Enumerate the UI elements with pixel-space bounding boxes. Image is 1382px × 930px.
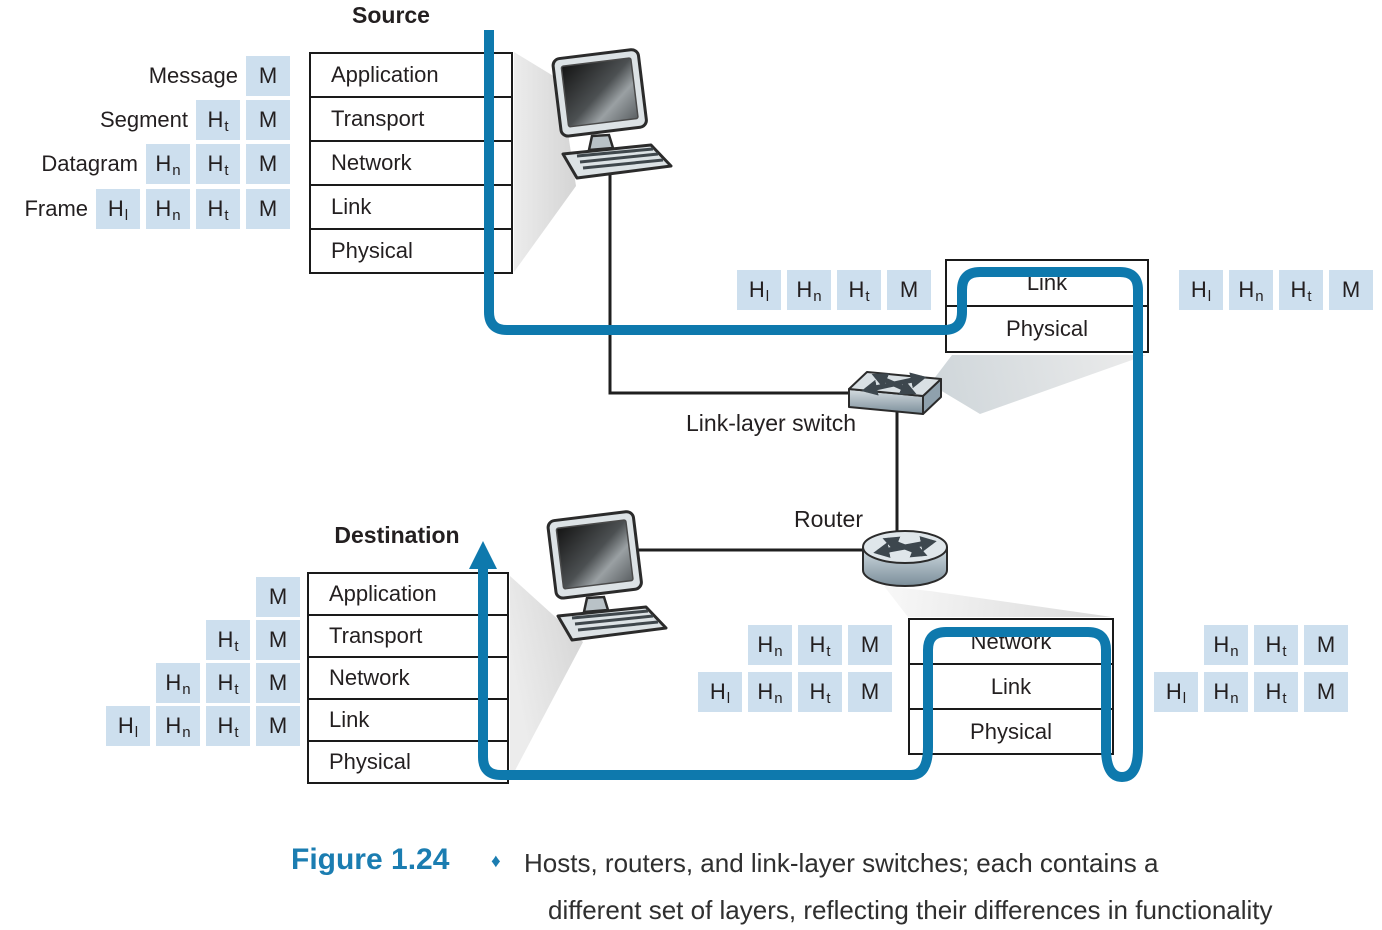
projection-beam-router (884, 586, 1112, 617)
switch-label: Link-layer switch (686, 410, 856, 436)
pdu-label-segment: Segment (99, 107, 188, 132)
figure-number: Figure 1.24 (291, 843, 450, 876)
stack-layer-row: Physical (910, 708, 1112, 753)
header-chip: M (848, 672, 892, 712)
projection-beam-destination (510, 576, 583, 780)
header-chip: M (246, 144, 290, 184)
pdu-label-datagram: Datagram (41, 151, 138, 176)
stack-layer-row: Network (309, 656, 507, 698)
link-layer-switch-icon (848, 371, 942, 415)
caption-line-1: Hosts, routers, and link-layer switches;… (524, 848, 1159, 878)
header-chip: M (1304, 625, 1348, 665)
caption-diamond-icon: ♦ (491, 851, 501, 872)
destination-computer-icon (545, 509, 668, 642)
header-chip: M (887, 270, 931, 310)
pdu-label-frame: Frame (24, 196, 88, 221)
header-chip: M (246, 56, 290, 96)
router-label: Router (793, 506, 863, 532)
stack-layer-row: Link (1026, 270, 1068, 295)
router-icon (862, 530, 948, 587)
stack-layer-row: Link (309, 698, 507, 740)
stack-layer-row: Network (970, 629, 1052, 654)
header-chip: M (848, 625, 892, 665)
stack-layer-row: Application (329, 581, 437, 606)
header-chip: M (256, 663, 300, 703)
stack-layer-row: Physical (309, 740, 507, 782)
destination-title: Destination (334, 522, 460, 548)
stack-layer-row: Transport (309, 614, 507, 656)
header-chip: M (256, 620, 300, 660)
caption-line-2: different set of layers, reflecting thei… (548, 895, 1273, 925)
stack-layer-row: Physical (947, 305, 1147, 351)
header-chip: M (256, 706, 300, 746)
stack-layer-row: Link (910, 663, 1112, 708)
projection-beam-switch (930, 355, 1146, 414)
header-chip: M (256, 577, 300, 617)
stack-layer-row: Link (311, 184, 511, 228)
header-chip: M (246, 100, 290, 140)
destination-chips-message: M (256, 577, 300, 617)
stack-layer-row: Network (311, 140, 511, 184)
stack-layer-row: Application (331, 62, 439, 87)
header-chip: M (1304, 672, 1348, 712)
stack-layer-row: Transport (311, 96, 511, 140)
header-chip: M (246, 189, 290, 229)
header-chip: M (1329, 270, 1373, 310)
pdu-label-message: Message (148, 63, 238, 88)
source-computer-icon (550, 47, 673, 180)
source-chips-message: M (246, 56, 290, 96)
stack-layer-row: Physical (311, 228, 511, 272)
source-title: Source (352, 2, 430, 28)
